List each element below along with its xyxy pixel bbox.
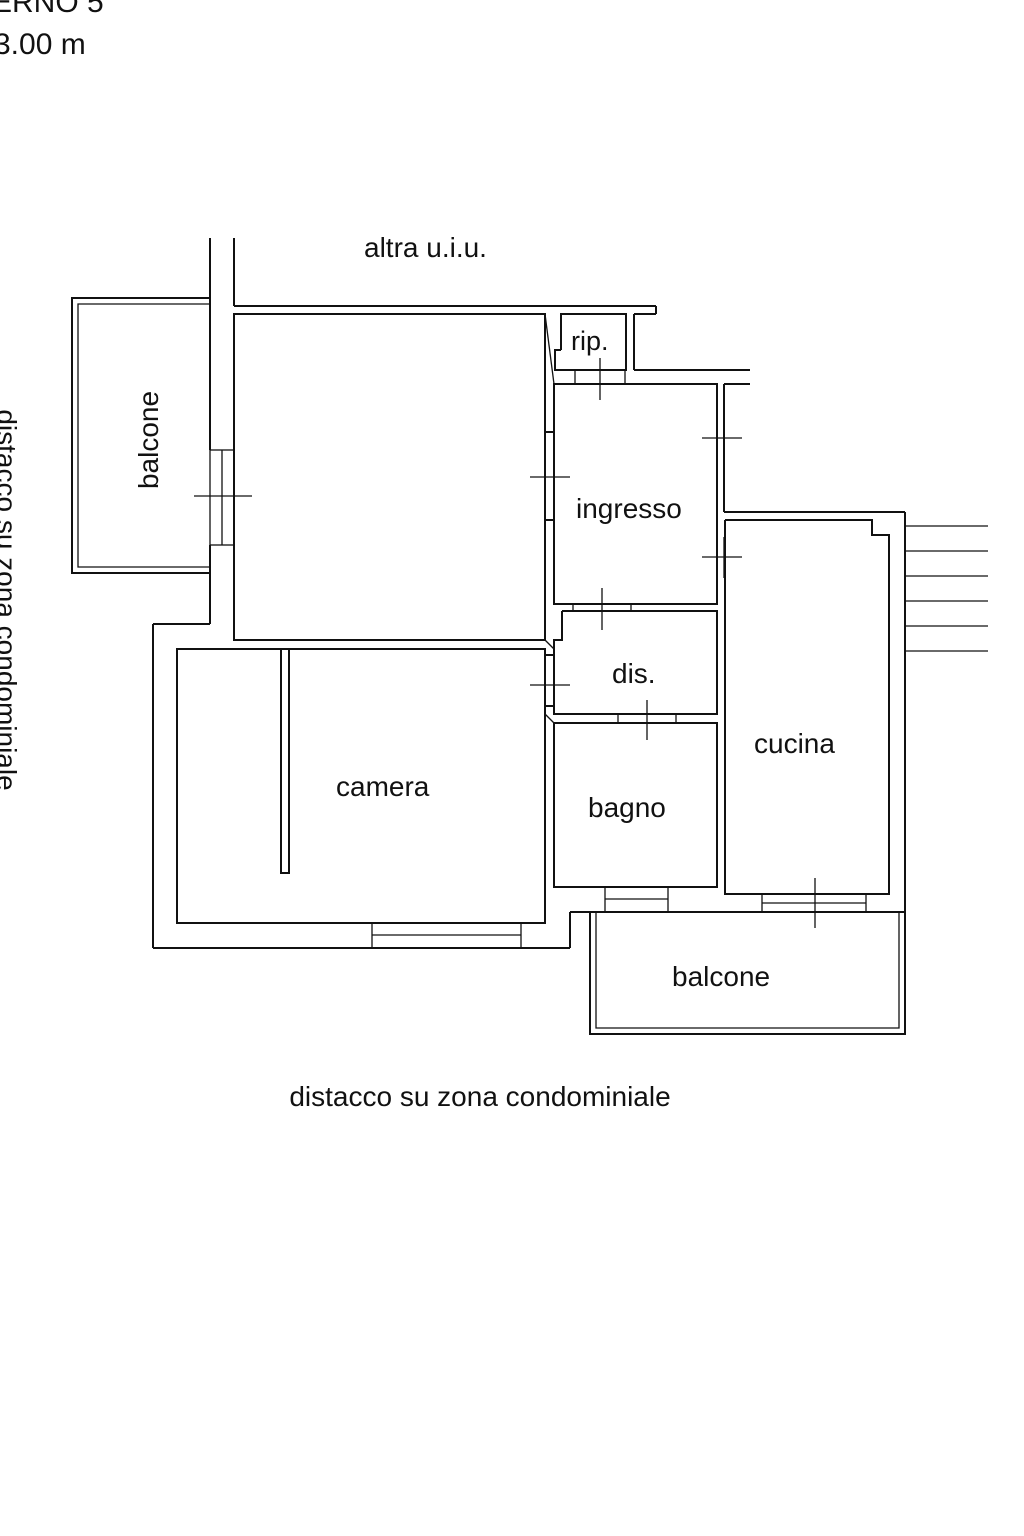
room-label-balcone-bottom: balcone: [672, 961, 770, 992]
room-label-bagno: bagno: [588, 792, 666, 823]
room-label-balcone-left: balcone: [133, 391, 164, 489]
bottom-side-label: distacco su zona condominiale: [289, 1081, 670, 1112]
room-label-ripostiglio: rip.: [571, 326, 609, 356]
room-label-disimpegno: dis.: [612, 658, 656, 689]
left-side-label: distacco su zona condominiale: [0, 409, 22, 790]
header-line-2: 3.00 m: [0, 28, 86, 61]
top-neighbor-label: altra u.i.u.: [364, 232, 487, 263]
doors: [530, 358, 742, 740]
walls: [152, 238, 906, 949]
room-label-cucina: cucina: [754, 728, 835, 759]
room-label-ingresso: ingresso: [576, 493, 682, 524]
room-label-camera: camera: [336, 771, 430, 802]
header-line-1: ERNO 5: [0, 0, 104, 19]
windows: [194, 449, 988, 949]
balconies: [71, 297, 906, 1035]
